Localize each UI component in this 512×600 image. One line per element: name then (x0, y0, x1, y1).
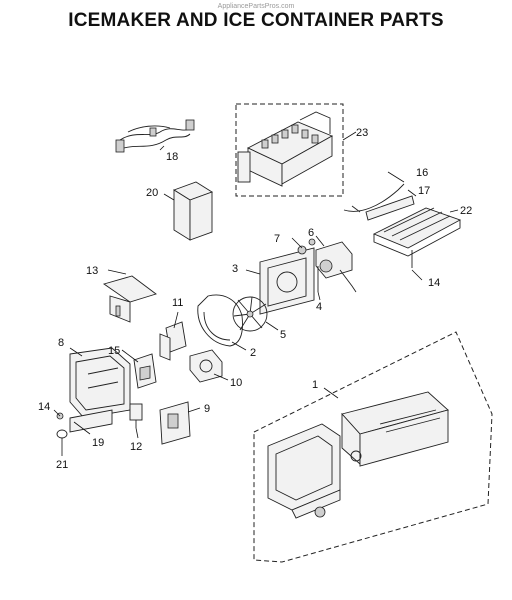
part-icemaker-assembly (235, 103, 344, 197)
part-auger-motor-housing (259, 247, 315, 315)
callout-21: 20 (146, 187, 158, 199)
callout-1: 1 (312, 379, 318, 391)
part-mold-tray (372, 207, 462, 268)
part-shutoff-arm (343, 183, 405, 213)
callout-13: 13 (86, 265, 98, 277)
callout-labels: 23 18 20 16 17 22 14 7 6 3 4 13 5 2 11 1… (38, 127, 472, 471)
part-wire-harness (115, 119, 195, 153)
part-screw (297, 238, 316, 255)
callout-19: 17 (418, 185, 430, 197)
callout-23: 23 (356, 127, 368, 139)
part-auger-motor (315, 241, 357, 293)
leader-lines (53, 131, 459, 456)
callout-9: 9 (204, 403, 210, 415)
part-icemaker-cover (172, 181, 214, 241)
part-cover-plate (159, 401, 191, 445)
callout-4: 4 (316, 301, 322, 313)
callout-17: 21 (56, 459, 68, 471)
callout-22: 22 (460, 205, 472, 217)
callout-6: 6 (308, 227, 314, 239)
callout-2: 2 (250, 347, 256, 359)
callout-20: 18 (166, 151, 178, 163)
callout-18: 16 (416, 167, 428, 179)
callout-11: 11 (172, 297, 183, 309)
part-ice-container-assembly (253, 331, 493, 563)
part-fan-shroud (197, 294, 243, 347)
part-dispenser-housing (69, 347, 131, 419)
callout-12: 12 (130, 441, 142, 453)
callout-16: 19 (92, 437, 104, 449)
part-damper (159, 321, 187, 361)
watermark: AppliancePartsPros.com (217, 3, 295, 10)
part-damper-motor (189, 349, 223, 383)
callout-14-left: 14 (38, 401, 50, 413)
part-fan-blade (232, 296, 268, 332)
part-bracket (102, 275, 157, 323)
callout-14-right: 14 (428, 277, 440, 289)
callout-15: 15 (108, 345, 120, 357)
callout-10: 10 (230, 377, 242, 389)
callout-5: 5 (280, 329, 286, 341)
part-switch-bracket (133, 353, 157, 389)
part-arm-bracket (365, 195, 415, 221)
part-switch (129, 403, 143, 428)
page-title: ICEMAKER AND ICE CONTAINER PARTS (68, 10, 444, 31)
callout-7: 7 (274, 233, 280, 245)
callout-8: 8 (58, 337, 64, 349)
part-gasket-ring (56, 429, 68, 439)
callout-3: 3 (232, 263, 238, 275)
